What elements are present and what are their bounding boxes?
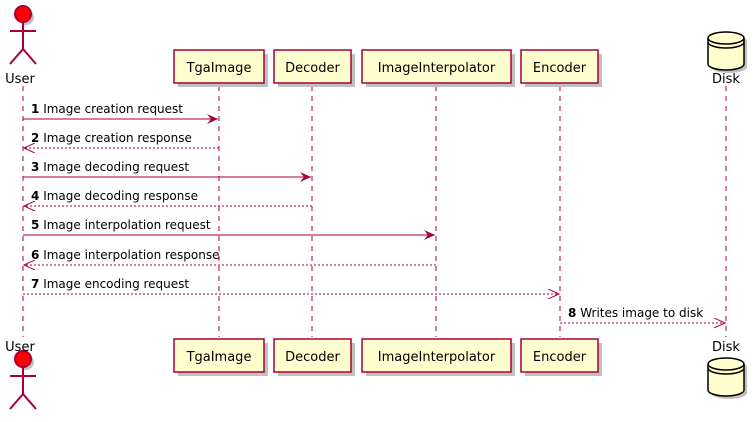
actor-body-icon	[9, 22, 37, 65]
message-number: 8	[568, 306, 576, 320]
message-number: 5	[31, 218, 39, 232]
participant-label: TgaImage	[186, 350, 252, 365]
message-text: Image encoding request	[43, 277, 189, 291]
participant-decoder-top[interactable]: Decoder	[273, 49, 355, 87]
message-4[interactable]: 4 Image decoding response	[24, 189, 312, 206]
message-text: Image decoding response	[43, 189, 198, 203]
message-number: 7	[31, 277, 39, 291]
message-label: 7 Image encoding request	[31, 277, 189, 291]
participant-label: Encoder	[533, 61, 587, 76]
message-label: 3 Image decoding request	[31, 160, 189, 174]
participant-encoder-top[interactable]: Encoder	[520, 49, 602, 87]
message-text: Image interpolation response	[43, 248, 219, 262]
message-6[interactable]: 6 Image interpolation response	[24, 248, 436, 265]
database-icon	[707, 31, 747, 73]
message-2[interactable]: 2 Image creation response	[24, 131, 219, 148]
actor-body-icon	[9, 367, 37, 410]
message-number: 1	[31, 102, 39, 116]
database-disk-bottom[interactable]: Disk	[707, 340, 747, 399]
message-label: 1 Image creation request	[31, 102, 183, 116]
database-label: Disk	[712, 72, 740, 87]
actor-user-bottom[interactable]: User	[5, 340, 37, 410]
actor-label: User	[5, 72, 35, 87]
message-text: Image interpolation request	[43, 218, 211, 232]
message-number: 4	[31, 189, 39, 203]
message-8[interactable]: 8 Writes image to disk	[560, 306, 725, 323]
message-number: 3	[31, 160, 39, 174]
message-7[interactable]: 7 Image encoding request	[23, 277, 559, 294]
actor-user-top[interactable]: User	[5, 5, 37, 87]
participant-label: Decoder	[285, 350, 340, 365]
database-icon	[707, 357, 747, 399]
message-text: Writes image to disk	[580, 306, 703, 320]
message-number: 6	[31, 248, 39, 262]
message-label: 4 Image decoding response	[31, 189, 198, 203]
database-label: Disk	[712, 340, 740, 355]
participant-decoder-bottom[interactable]: Decoder	[273, 338, 355, 376]
message-label: 8 Writes image to disk	[568, 306, 703, 320]
message-text: Image creation response	[43, 131, 192, 145]
message-label: 6 Image interpolation response	[31, 248, 220, 262]
participant-encoder-bottom[interactable]: Encoder	[520, 338, 602, 376]
actor-label: User	[5, 340, 35, 355]
participant-tga-top[interactable]: TgaImage	[173, 49, 268, 87]
message-5[interactable]: 5 Image interpolation request	[23, 218, 435, 240]
message-text: Image decoding request	[43, 160, 189, 174]
message-text: Image creation request	[43, 102, 183, 116]
participant-interp-top[interactable]: ImageInterpolator	[361, 49, 515, 87]
participant-interp-bottom[interactable]: ImageInterpolator	[361, 338, 515, 376]
participant-label: TgaImage	[186, 61, 252, 76]
participant-tga-bottom[interactable]: TgaImage	[173, 338, 268, 376]
participant-label: ImageInterpolator	[378, 350, 496, 365]
message-1[interactable]: 1 Image creation request	[23, 102, 218, 124]
participant-label: Encoder	[533, 350, 587, 365]
database-disk-top[interactable]: Disk	[707, 31, 747, 87]
message-3[interactable]: 3 Image decoding request	[23, 160, 311, 182]
message-label: 2 Image creation response	[31, 131, 192, 145]
message-label: 5 Image interpolation request	[31, 218, 211, 232]
participant-label: ImageInterpolator	[378, 61, 496, 76]
message-number: 2	[31, 131, 39, 145]
actor-head-icon	[14, 5, 32, 23]
participant-label: Decoder	[285, 61, 340, 76]
